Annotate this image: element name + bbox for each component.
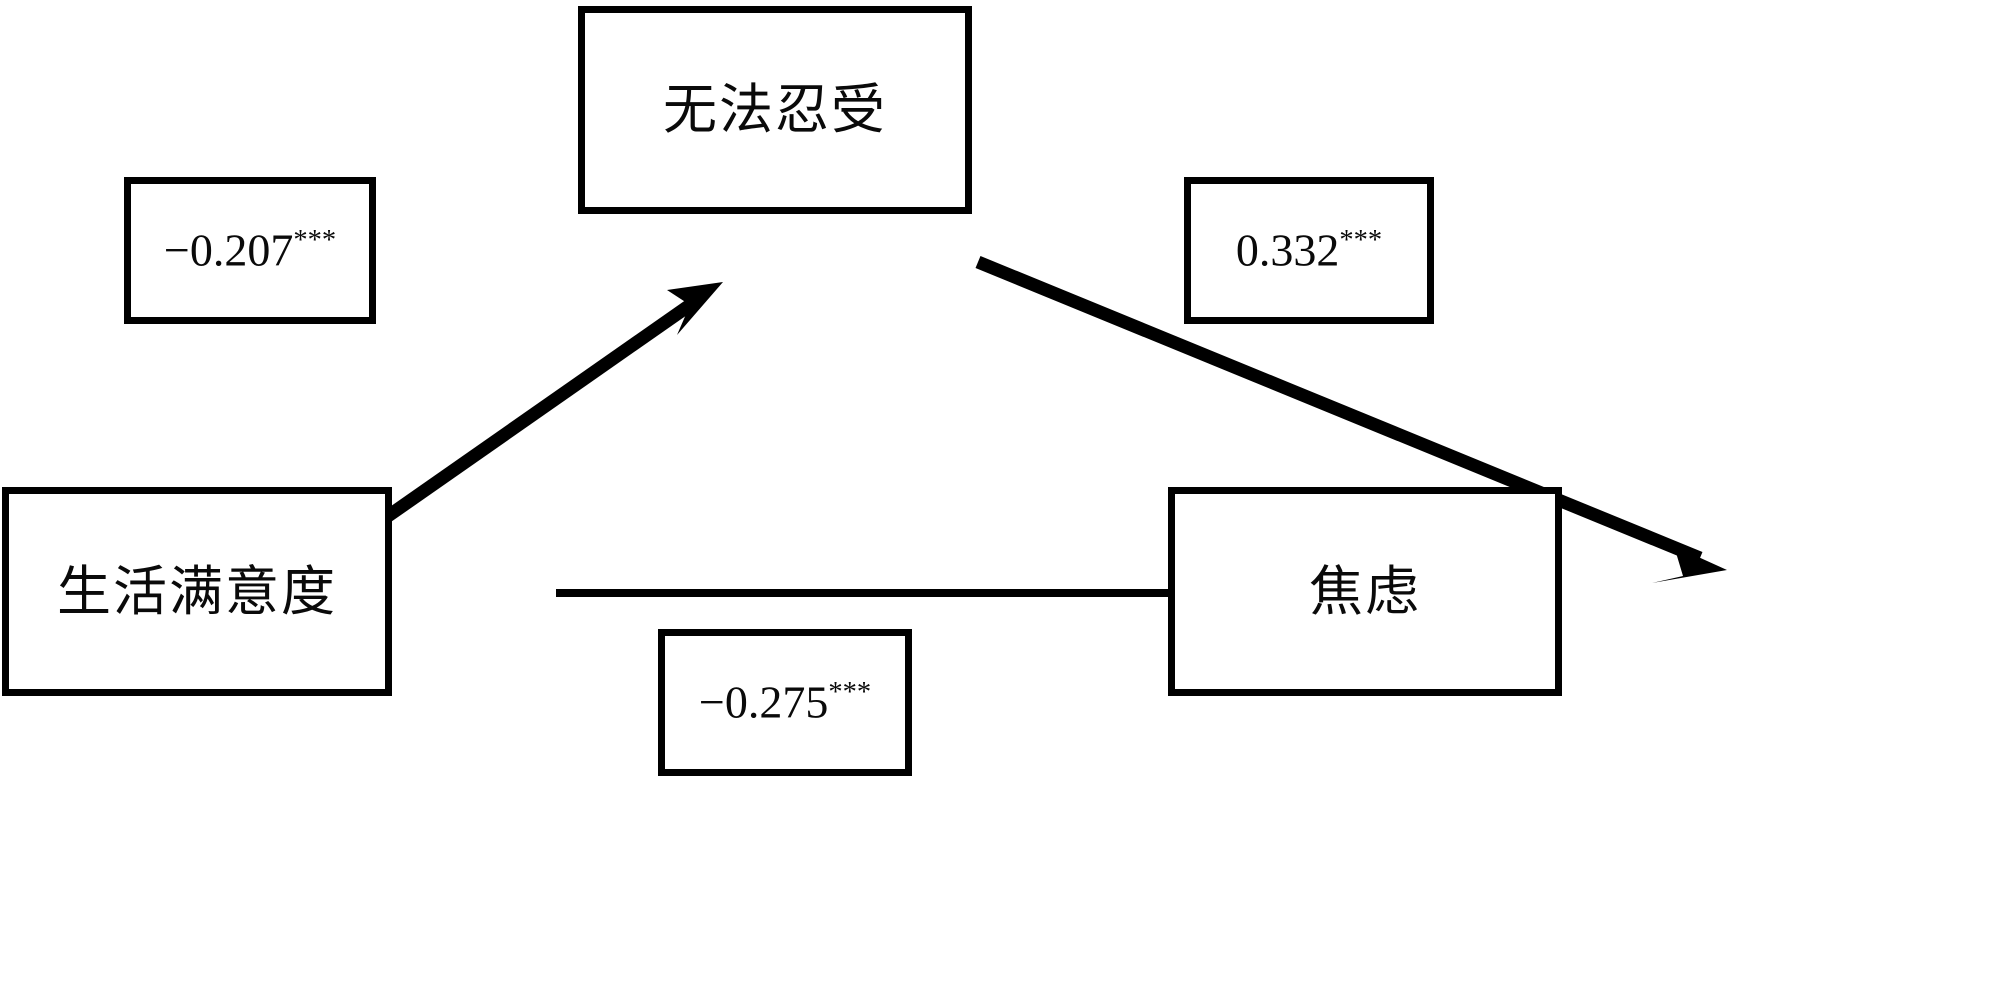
node-box-intolerance[interactable]: 无法忍受: [578, 6, 972, 214]
value-box-path-a[interactable]: −0.207***: [124, 177, 376, 324]
node-box-anxiety[interactable]: 焦虑: [1168, 487, 1562, 696]
coefficient-path-b: 0.332: [1235, 224, 1340, 276]
value-box-path-c[interactable]: −0.275***: [658, 629, 912, 776]
value-label-path-c: −0.275***: [698, 676, 872, 728]
node-label-life-satisfaction: 生活满意度: [57, 561, 337, 622]
node-box-life-satisfaction[interactable]: 生活满意度: [2, 487, 392, 696]
value-label-path-a: −0.207***: [163, 224, 337, 276]
coefficient-path-a: −0.207: [163, 224, 294, 276]
coefficient-path-c: −0.275: [698, 676, 829, 728]
significance-stars-path-a: ***: [293, 225, 337, 257]
significance-stars-path-b: ***: [1339, 225, 1383, 257]
node-label-anxiety: 焦虑: [1309, 561, 1421, 622]
value-box-path-b[interactable]: 0.332***: [1184, 177, 1434, 324]
value-label-path-b: 0.332***: [1235, 224, 1383, 276]
significance-stars-path-c: ***: [828, 677, 872, 709]
node-label-intolerance: 无法忍受: [663, 80, 887, 140]
